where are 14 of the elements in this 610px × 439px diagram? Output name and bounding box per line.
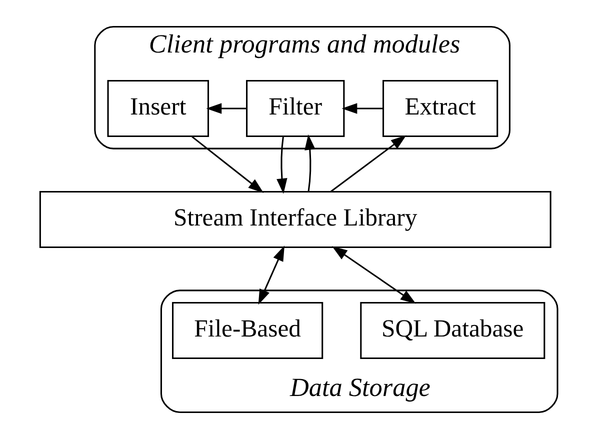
node-box: File-Based [172, 302, 324, 360]
node-box: Insert [107, 80, 210, 137]
arrow [332, 246, 416, 304]
arrow [304, 134, 316, 192]
arrow [258, 246, 284, 305]
arrow [192, 136, 264, 194]
arrow [342, 103, 384, 114]
arrow [330, 135, 406, 192]
node-box: Filter [246, 80, 345, 137]
node-box: Stream Interface Library [39, 190, 552, 248]
arrow [276, 136, 288, 194]
node-box: Extract [382, 80, 498, 137]
arrow [206, 103, 247, 114]
node-box: SQL Database [360, 302, 546, 360]
